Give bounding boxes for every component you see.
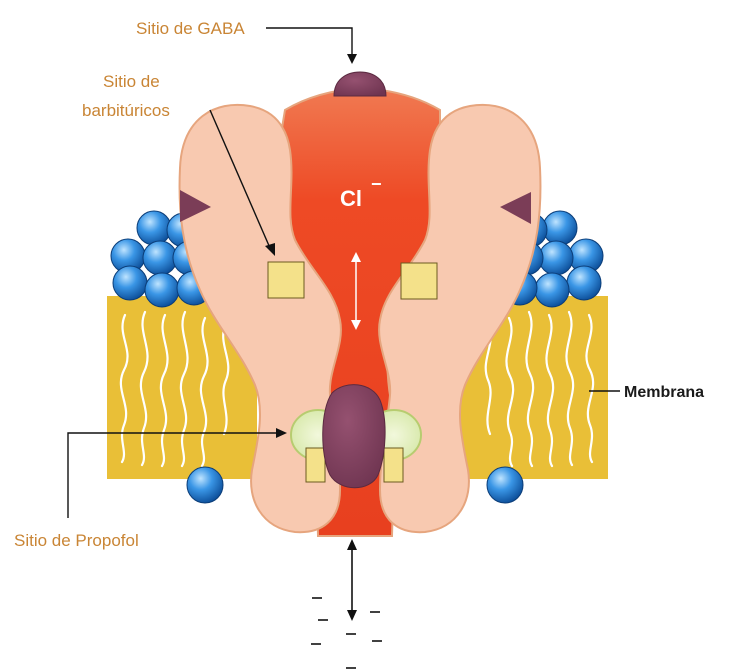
chloride-ions-below: [311, 598, 382, 668]
barbiturate-site-label-line2: barbitúricos: [82, 101, 170, 120]
gaba-site-marker: [334, 72, 386, 96]
propofol-square-right: [384, 448, 403, 482]
lipid-head-bottom-left: [187, 467, 223, 503]
membrane-label: Membrana: [624, 384, 704, 401]
barbiturate-site-right: [401, 263, 437, 299]
barbiturate-site-label-line1: Sitio de: [103, 72, 160, 91]
propofol-square-left: [306, 448, 325, 482]
extracellular-flow-arrow: [347, 539, 357, 621]
gaba-site-label: Sitio de GABA: [136, 19, 245, 38]
propofol-site-marker: [323, 385, 385, 488]
chloride-charge-label: −: [371, 174, 382, 194]
barbiturate-site-left: [268, 262, 304, 298]
chloride-ion-label: Cl: [340, 186, 362, 211]
propofol-site-label: Sitio de Propofol: [14, 531, 139, 550]
gaba-site-pointer: [266, 28, 357, 64]
lipid-head-bottom-right: [487, 467, 523, 503]
